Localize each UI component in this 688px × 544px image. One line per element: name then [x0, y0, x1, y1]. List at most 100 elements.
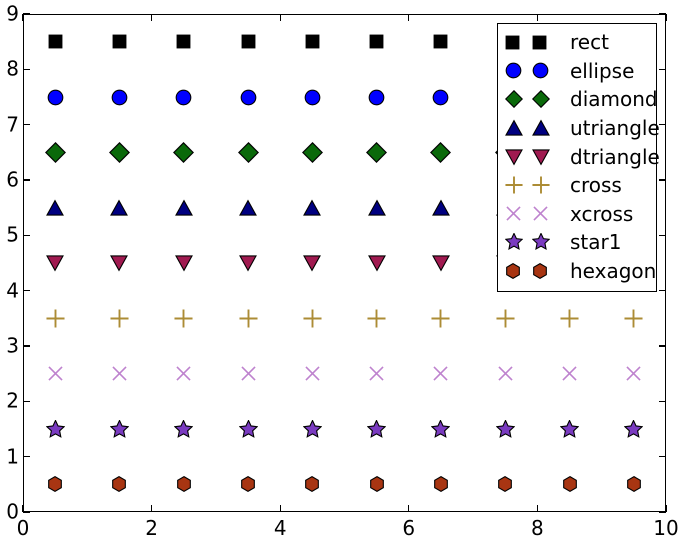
- legend-label: hexagon: [570, 259, 657, 284]
- x-tick-bottom: [279, 505, 281, 512]
- legend-label: rect: [570, 30, 609, 55]
- cross-icon: [110, 309, 129, 328]
- utriangle-icon: [303, 199, 322, 216]
- x-tick-bottom: [150, 505, 153, 512]
- x-tick-label: 0: [16, 516, 30, 540]
- star1-icon: [238, 418, 258, 438]
- utriangle-icon: [174, 199, 193, 216]
- legend-label: dtriangle: [570, 144, 660, 169]
- marker-hexagon: [304, 476, 320, 493]
- dtriangle-icon: [110, 255, 129, 272]
- ellipse-icon: [111, 89, 128, 105]
- xcross-icon: [562, 366, 577, 381]
- utriangle-icon: [505, 119, 523, 137]
- marker-rect: [241, 34, 256, 49]
- x-tick-top: [408, 14, 410, 21]
- marker-ellipse: [432, 89, 449, 106]
- legend-label: ellipse: [570, 58, 635, 83]
- marker-utriangle: [110, 199, 129, 217]
- y-tick-right: [659, 511, 666, 513]
- diamond-icon: [173, 141, 195, 163]
- xcross-icon: [532, 205, 550, 222]
- cross-icon: [367, 309, 386, 328]
- legend-entry-star1: star1: [498, 228, 656, 257]
- marker-diamond: [430, 141, 452, 163]
- legend-label: cross: [570, 173, 622, 198]
- marker-xcross: [111, 365, 128, 382]
- marker-ellipse: [47, 89, 64, 106]
- marker-ellipse: [304, 89, 321, 106]
- dtriangle-icon: [303, 255, 322, 272]
- cross-icon: [624, 309, 643, 328]
- marker-hexagon: [433, 476, 449, 493]
- x-tick-label: 10: [653, 516, 679, 540]
- utriangle-icon: [532, 119, 550, 137]
- hexagon-icon: [505, 263, 523, 280]
- hexagon-icon: [112, 476, 127, 493]
- y-tick-left: [23, 68, 30, 71]
- marker-xcross: [240, 365, 257, 382]
- marker-hexagon: [626, 476, 642, 493]
- marker-rect: [369, 34, 384, 49]
- ellipse-icon: [532, 62, 550, 79]
- marker-diamond: [173, 141, 195, 163]
- star1-icon: [531, 232, 551, 251]
- marker-ellipse: [111, 89, 128, 106]
- y-tick-right: [659, 123, 666, 126]
- star1-icon: [504, 232, 524, 251]
- marker-star1: [238, 418, 258, 439]
- xcross-icon: [112, 366, 127, 381]
- legend-entry-cross: cross: [498, 171, 656, 200]
- legend-entry-hexagon: hexagon: [498, 257, 656, 286]
- marker-cross: [110, 309, 129, 328]
- marker-xcross: [625, 365, 642, 382]
- hexagon-icon: [48, 476, 63, 493]
- hexagon-icon: [369, 476, 384, 493]
- x-tick-top: [150, 14, 153, 21]
- xcross-icon: [369, 366, 384, 381]
- marker-dtriangle: [239, 254, 257, 272]
- star1-icon: [559, 418, 580, 438]
- diamond-icon: [504, 90, 524, 109]
- marker-rect: [112, 34, 127, 49]
- dtriangle-icon: [174, 255, 193, 272]
- xcross-icon: [433, 366, 449, 381]
- marker-utriangle: [174, 199, 193, 217]
- marker-dtriangle: [431, 254, 450, 272]
- marker-hexagon: [562, 476, 578, 493]
- ellipse-icon: [304, 89, 321, 105]
- marker-xcross: [432, 365, 449, 382]
- rect-icon: [532, 35, 550, 50]
- ellipse-icon: [368, 89, 385, 105]
- marker-utriangle: [239, 199, 257, 217]
- rect-icon: [369, 34, 384, 49]
- diamond-icon: [301, 141, 323, 163]
- marker-star1: [173, 418, 194, 439]
- marker-dtriangle: [46, 254, 65, 272]
- diamond-icon: [531, 90, 551, 109]
- hexagon-icon: [434, 476, 448, 493]
- legend-entry-rect: rect: [498, 28, 656, 57]
- cross-icon: [46, 309, 65, 328]
- marker-hexagon: [111, 476, 127, 493]
- utriangle-icon: [367, 199, 386, 216]
- marker-utriangle: [431, 199, 450, 217]
- utriangle-icon: [46, 199, 65, 216]
- y-tick-right: [659, 68, 666, 71]
- marker-diamond: [108, 141, 130, 163]
- marker-dtriangle: [110, 254, 129, 272]
- ellipse-icon: [47, 89, 64, 105]
- y-tick-right: [659, 234, 666, 237]
- utriangle-icon: [431, 199, 450, 216]
- marker-rect: [48, 34, 63, 49]
- rect-icon: [305, 34, 320, 49]
- marker-xcross: [561, 365, 578, 382]
- hexagon-icon: [562, 476, 577, 493]
- marker-star1: [366, 418, 387, 439]
- marker-utriangle: [303, 199, 322, 217]
- ellipse-icon: [505, 62, 523, 79]
- y-tick-label: 2: [6, 388, 19, 413]
- marker-diamond: [366, 141, 388, 163]
- star1-icon: [173, 418, 194, 438]
